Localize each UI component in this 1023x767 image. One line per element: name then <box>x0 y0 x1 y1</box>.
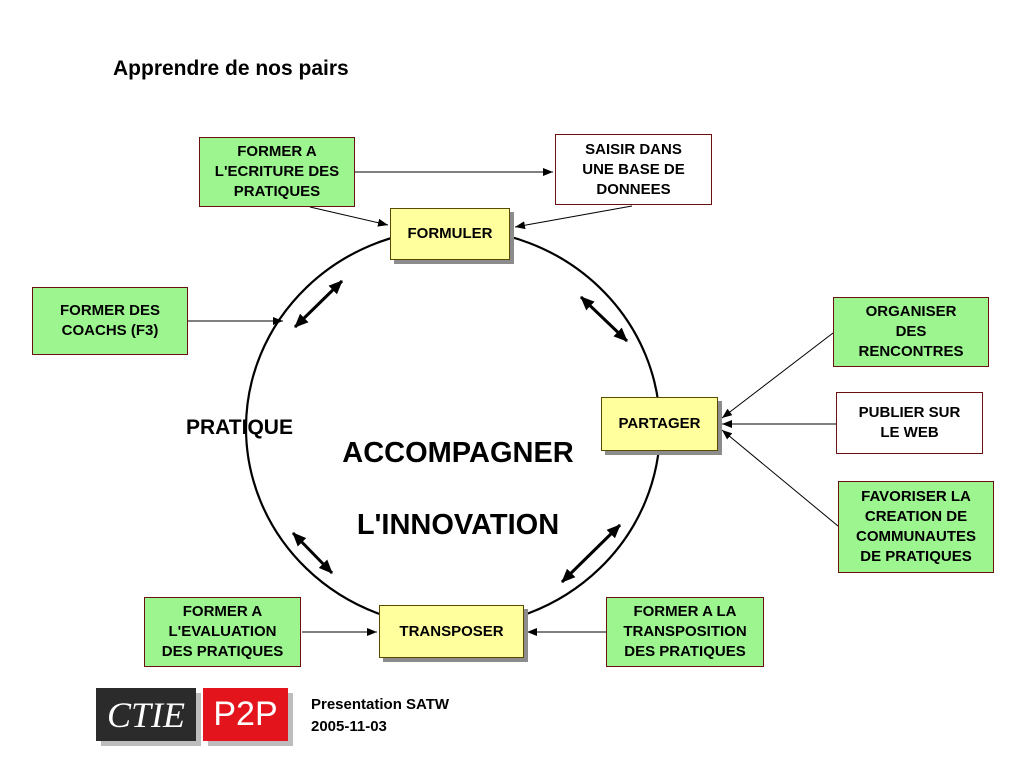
footer-presentation: Presentation SATW <box>311 696 450 713</box>
center-label: ACCOMPAGNER L'INNOVATION <box>318 399 598 579</box>
logo-p2p: P2P <box>203 688 288 741</box>
cycle-arrow-top-left <box>293 279 344 329</box>
arrow-saisir-to-formuler <box>514 205 633 230</box>
logo-ctie: CTIE <box>96 688 196 741</box>
footer-date: 2005-11-03 <box>311 718 387 735</box>
arrow-communautes-to-partager <box>721 429 839 527</box>
pratique-label: PRATIQUE <box>186 416 293 439</box>
box-organiser-rencontres: ORGANISER DES RENCONTRES <box>833 297 989 367</box>
box-former-transposition: FORMER A LA TRANSPOSITION DES PRATIQUES <box>606 597 764 667</box>
box-favoriser-communautes: FAVORISER LA CREATION DE COMMUNAUTES DE … <box>838 481 994 573</box>
page-title: Apprendre de nos pairs <box>113 57 349 80</box>
box-former-ecriture: FORMER A L'ECRITURE DES PRATIQUES <box>199 137 355 207</box>
center-label-line2: L'INNOVATION <box>356 509 560 541</box>
cycle-arrow-bottom-left <box>291 531 334 575</box>
box-publier-web: PUBLIER SUR LE WEB <box>836 392 983 454</box>
box-former-coachs: FORMER DES COACHS (F3) <box>32 287 188 355</box>
arrow-rencontres-to-partager <box>721 332 834 419</box>
arrow-ecriture-to-formuler <box>309 206 389 227</box>
box-saisir-base: SAISIR DANS UNE BASE DE DONNEES <box>555 134 712 205</box>
box-former-evaluation: FORMER A L'EVALUATION DES PRATIQUES <box>144 597 301 667</box>
stage-formuler: FORMULER <box>390 208 510 260</box>
stage-partager: PARTAGER <box>601 397 718 451</box>
stage-transposer: TRANSPOSER <box>379 605 524 658</box>
cycle-arrow-bottom-right <box>560 523 622 584</box>
cycle-arrow-top-right <box>579 295 629 343</box>
center-label-line1: ACCOMPAGNER <box>342 437 574 469</box>
